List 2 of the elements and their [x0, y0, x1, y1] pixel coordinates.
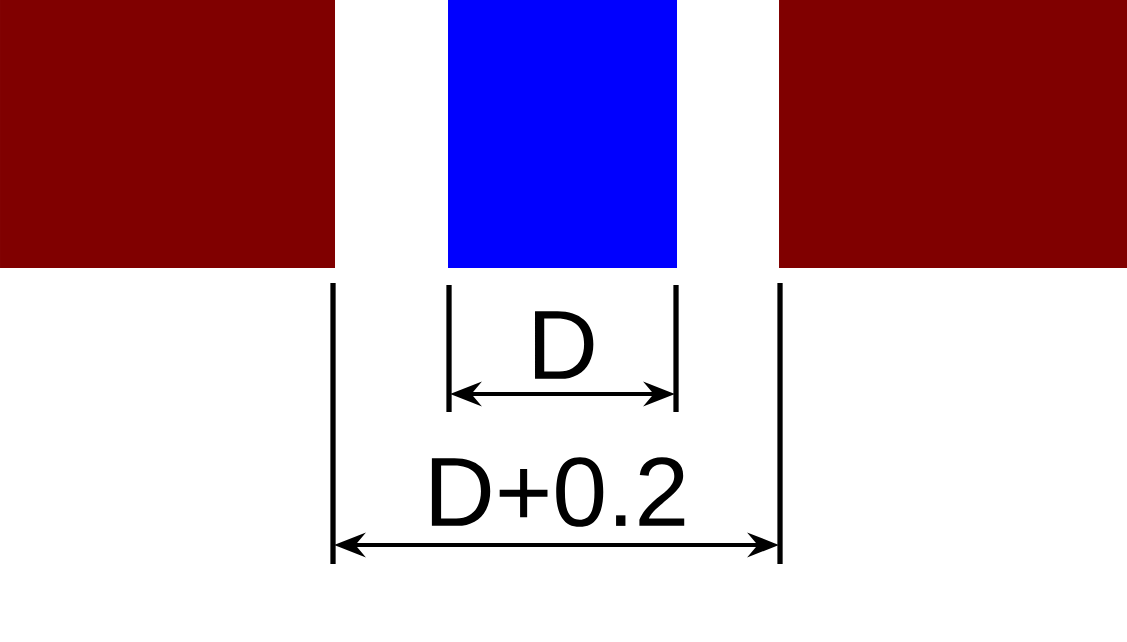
dimension-label: D+0.2 — [431, 457, 685, 527]
dimension-label: D — [535, 311, 594, 379]
